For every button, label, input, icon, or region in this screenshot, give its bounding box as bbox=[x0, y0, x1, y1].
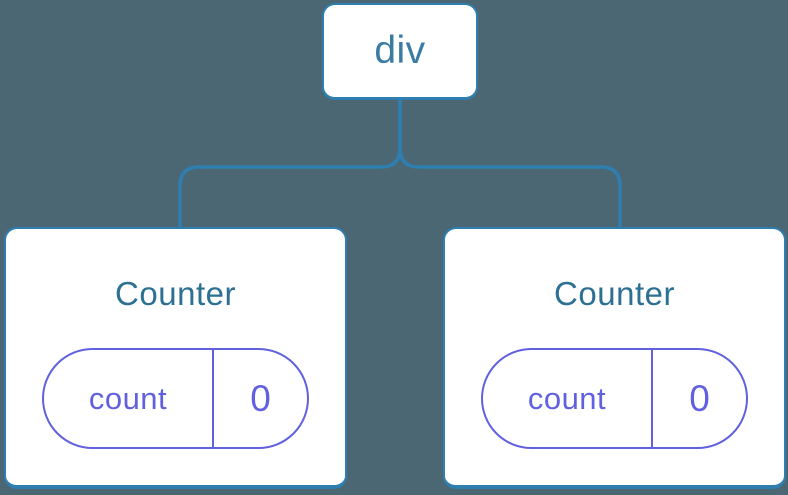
state-key-label: count bbox=[527, 380, 607, 416]
component-node-counter-right: Counter count 0 bbox=[443, 227, 786, 489]
connector-root-to-left-child bbox=[178, 96, 402, 229]
state-key-cell: count bbox=[44, 350, 214, 447]
connector-root-to-right-child bbox=[398, 96, 622, 229]
state-key-label: count bbox=[88, 380, 168, 416]
state-value-cell: 0 bbox=[653, 350, 746, 447]
state-value: 0 bbox=[689, 377, 710, 419]
component-title: Counter bbox=[115, 275, 236, 312]
state-pill: count 0 bbox=[481, 348, 748, 449]
state-value: 0 bbox=[250, 377, 271, 419]
root-node-label: div bbox=[374, 29, 426, 72]
state-value-cell: 0 bbox=[214, 350, 307, 447]
root-node-div: div bbox=[322, 3, 478, 100]
component-title: Counter bbox=[554, 275, 675, 312]
state-pill: count 0 bbox=[42, 348, 309, 449]
component-node-counter-left: Counter count 0 bbox=[4, 227, 347, 489]
state-key-cell: count bbox=[483, 350, 653, 447]
